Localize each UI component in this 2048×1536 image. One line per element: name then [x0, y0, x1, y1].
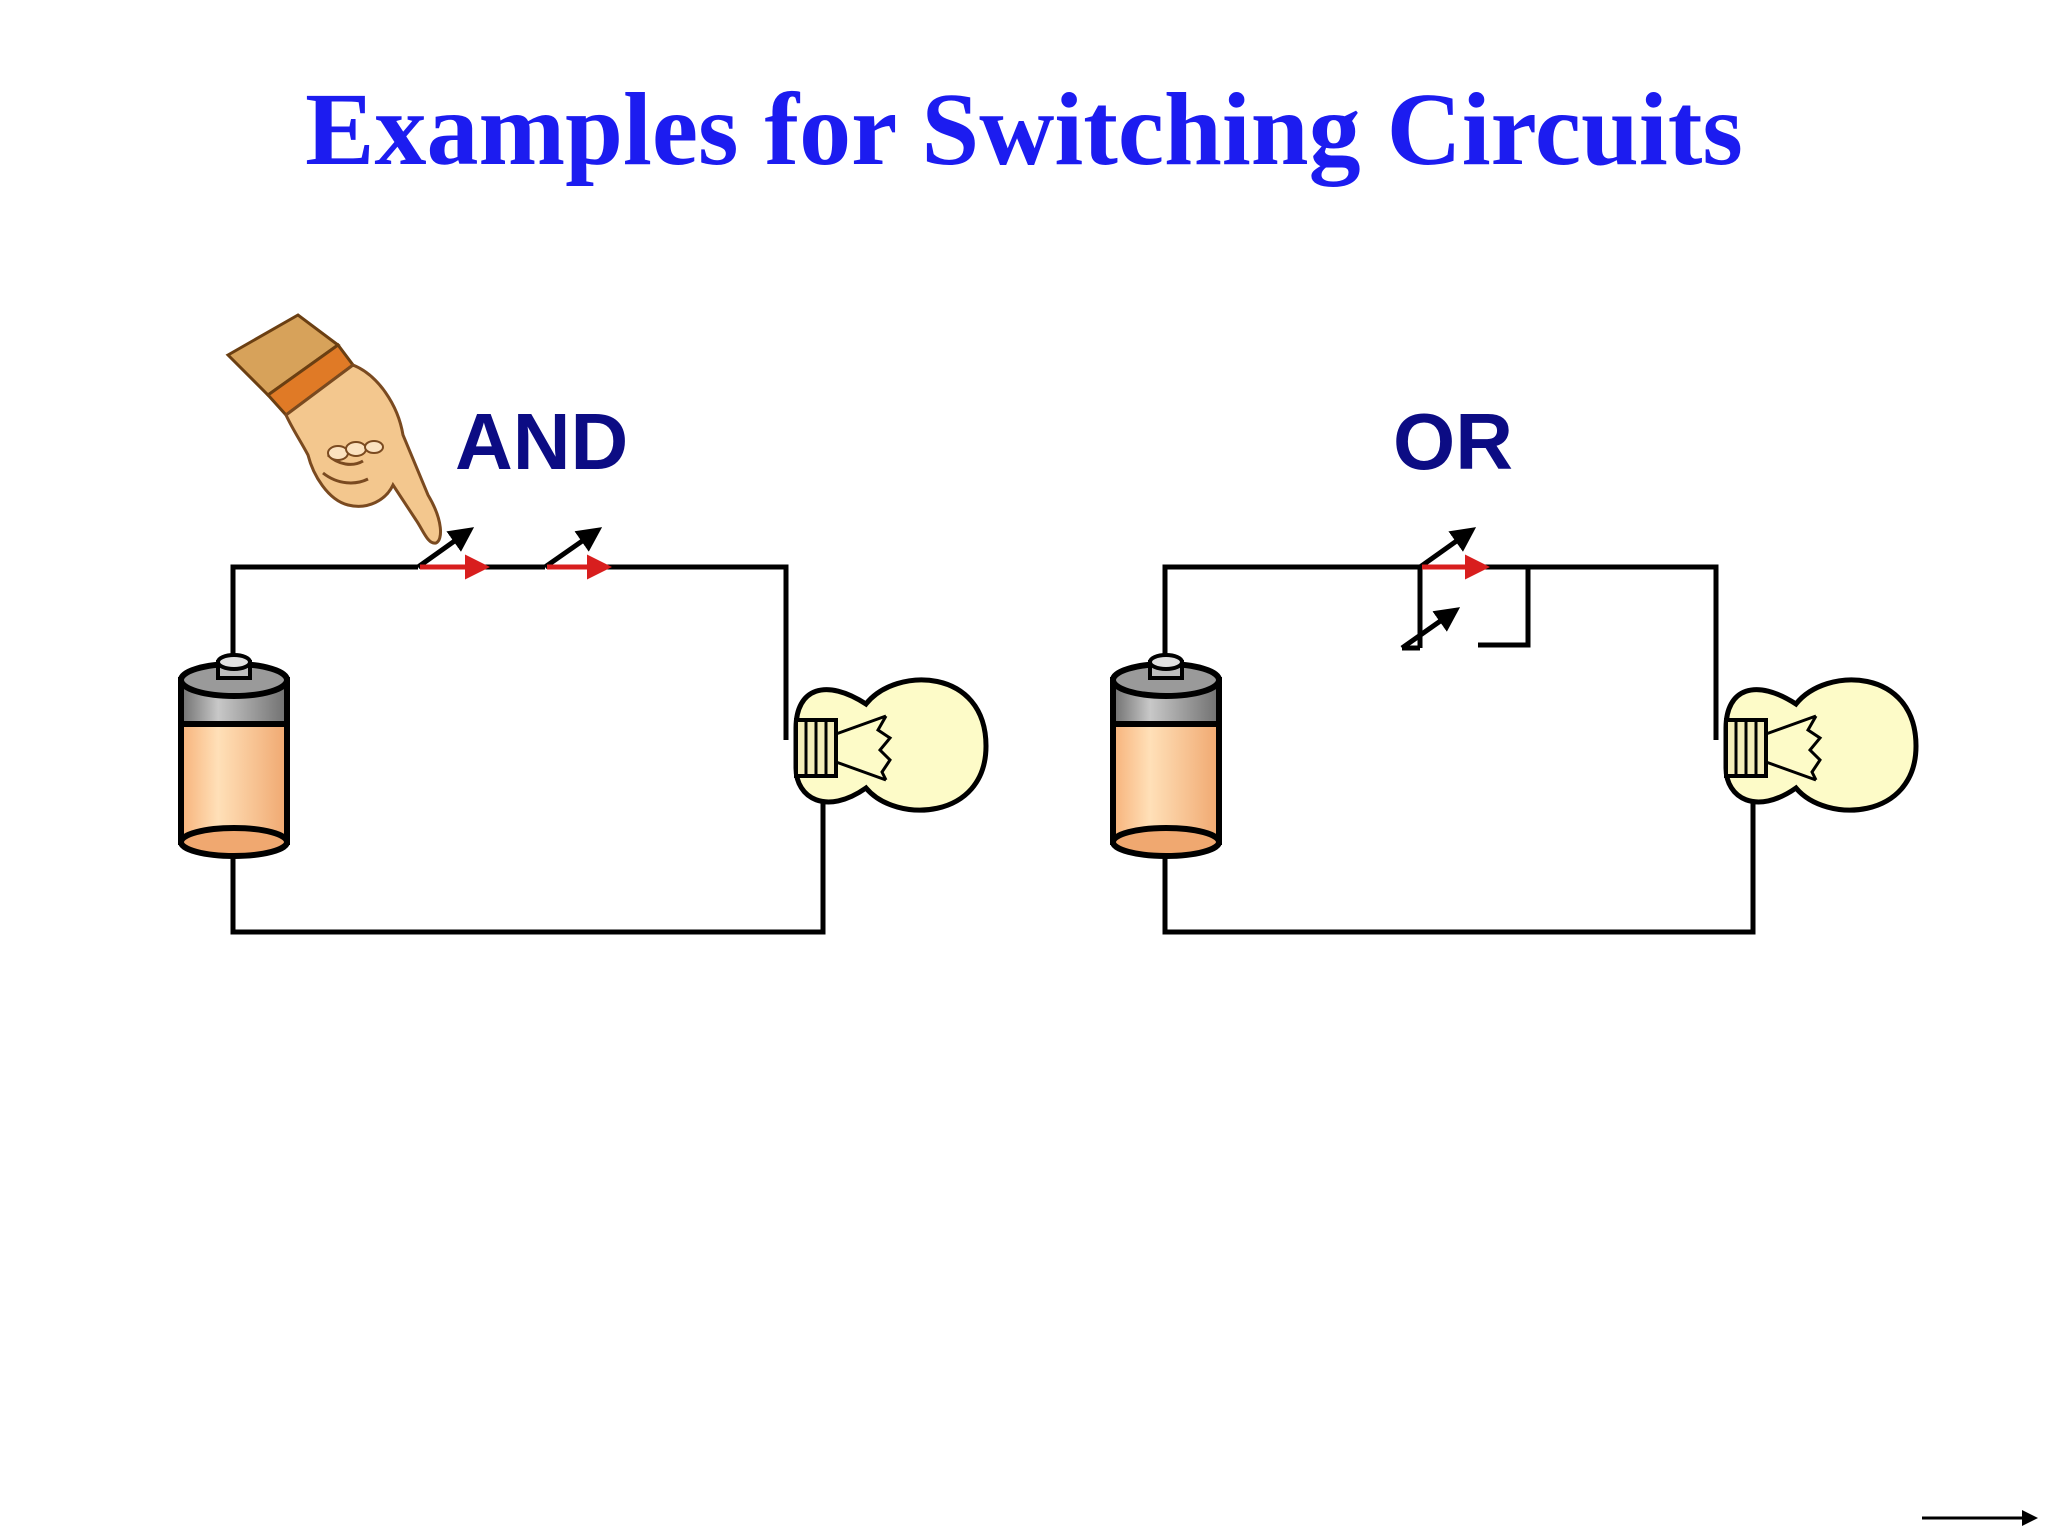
and-wires [230, 564, 826, 935]
or-circuit [1110, 527, 1919, 935]
and-circuit-label: AND [455, 397, 629, 486]
and-switch-2 [543, 527, 612, 580]
light-bulb-icon [793, 677, 989, 813]
and-switch-1 [416, 527, 490, 580]
next-arrow-icon[interactable] [1922, 1510, 2038, 1526]
or-switch-1 [1418, 527, 1490, 580]
battery-icon [1110, 653, 1222, 859]
battery-icon [178, 653, 290, 859]
or-switch-2 [1400, 607, 1461, 651]
light-bulb-icon [1723, 677, 1919, 813]
pointing-hand-icon [225, 313, 442, 545]
or-circuit-label: OR [1393, 397, 1513, 486]
and-circuit [178, 313, 989, 935]
page-title: Examples for Switching Circuits [305, 72, 1743, 187]
or-wires [1162, 564, 1756, 935]
